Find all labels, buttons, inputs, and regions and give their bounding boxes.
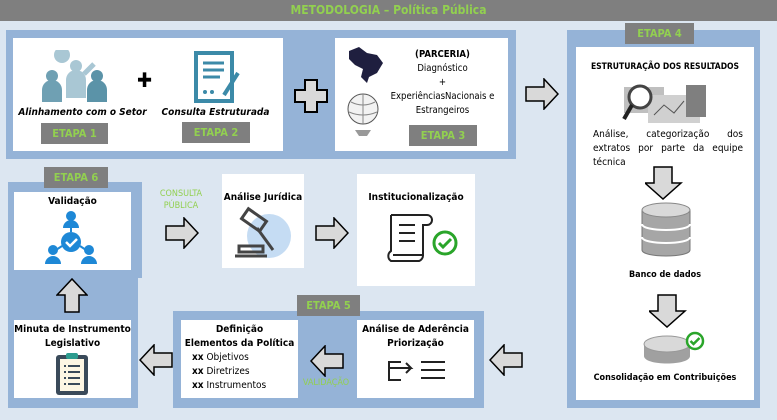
step4-heading: ESTRUTURAÇÃO DOS RESULTADOS <box>590 62 740 72</box>
step3-line4: ExperiênciasNacionais e <box>390 91 495 102</box>
disk-icon <box>642 334 692 368</box>
etapa-5-badge: ETAPA 5 <box>297 295 360 316</box>
title-bar <box>0 0 777 21</box>
item-prefix: xx <box>192 352 204 363</box>
database-icon <box>640 202 692 258</box>
arrow-down-icon <box>645 166 683 200</box>
arrow-left-icon <box>139 344 173 376</box>
step3-line3: + <box>438 77 447 88</box>
step2-label: Consulta Estruturada <box>161 107 270 118</box>
arrow-left-icon <box>489 344 523 376</box>
item-text: Diretrizes <box>206 366 250 377</box>
step4-description: Análise, categorização dos extratos por … <box>593 129 743 168</box>
arrow-left-icon <box>310 345 344 377</box>
clipboard-icon <box>55 352 89 396</box>
step3-line2: Diagnóstico <box>417 63 468 74</box>
globe-icon <box>345 92 381 140</box>
definicao-l2: Elementos da Política <box>184 338 295 349</box>
big-plus-icon <box>293 78 329 114</box>
step3-text: (PARCERIA) Diagnóstico + ExperiênciasNac… <box>380 48 505 118</box>
definicao-l1: Definição <box>215 324 264 335</box>
prioritize-list-icon <box>385 358 447 382</box>
definicao-box <box>181 320 298 398</box>
validacao-label: Validação <box>48 196 97 207</box>
etapa-6-badge: ETAPA 6 <box>44 167 108 188</box>
step1-label: Alinhamento com o Setor <box>18 107 147 118</box>
document-edit-icon <box>194 51 244 103</box>
aderencia-box <box>357 320 474 398</box>
team-validation-icon <box>45 210 97 264</box>
analytics-icon <box>622 83 708 123</box>
item-prefix: xx <box>192 380 204 391</box>
scroll-approved-icon <box>385 213 460 263</box>
step3-line1: (PARCERIA) <box>415 49 470 60</box>
list-item: xx Diretrizes <box>192 365 266 379</box>
etapa-3-badge: ETAPA 3 <box>409 125 477 146</box>
institucionalizacao-box <box>357 174 475 286</box>
aderencia-l2: Priorização <box>387 338 444 349</box>
consulta-l2: PÚBLICA <box>163 201 199 211</box>
arrow-right-icon <box>315 217 349 249</box>
definicao-list: xx Objetivos xx Diretrizes xx Instrument… <box>192 351 266 393</box>
aderencia-l1: Análise de Aderência <box>362 324 469 335</box>
people-meeting-icon <box>42 50 112 102</box>
item-text: Objetivos <box>206 352 249 363</box>
etapa-1-badge: ETAPA 1 <box>41 123 108 144</box>
arrow-up-icon <box>56 277 88 313</box>
check-circle-icon <box>685 331 705 351</box>
arrow-down-icon <box>649 294 687 328</box>
etapa-2-badge: ETAPA 2 <box>182 122 250 143</box>
db-label: Banco de dados <box>628 270 702 280</box>
item-text: Instrumentos <box>206 380 267 391</box>
aderencia-heading: Análise de Aderência Priorização <box>357 323 474 351</box>
gavel-icon <box>233 206 293 262</box>
consolidation-label: Consolidação em Contribuições <box>593 373 737 383</box>
validacao-box <box>14 192 131 270</box>
consulta-l1: CONSULTA <box>159 189 203 199</box>
arrow-right-icon <box>525 78 559 110</box>
page-title: METODOLOGIA – Política Pública <box>290 3 487 17</box>
etapa-4-badge: ETAPA 4 <box>625 23 694 44</box>
consulta-publica-label: CONSULTA PÚBLICA <box>155 188 207 212</box>
validacao-arrow-label: VALIDAÇÃO <box>302 378 350 388</box>
brazil-map-icon <box>345 45 385 85</box>
minuta-label: Minuta de Instrumento Legislativo <box>14 324 131 349</box>
item-prefix: xx <box>192 366 204 377</box>
arrow-right-icon <box>165 217 199 249</box>
plus-icon: ✚ <box>137 68 153 92</box>
list-item: xx Instrumentos <box>192 379 266 393</box>
institucionalizacao-label: Institucionalização <box>368 192 464 203</box>
list-item: xx Objetivos <box>192 351 266 365</box>
definicao-heading: Definição Elementos da Política <box>181 323 298 351</box>
step3-line5: Estrangeiros <box>415 105 470 116</box>
analise-juridica-label: Análise Jurídica <box>223 192 303 203</box>
